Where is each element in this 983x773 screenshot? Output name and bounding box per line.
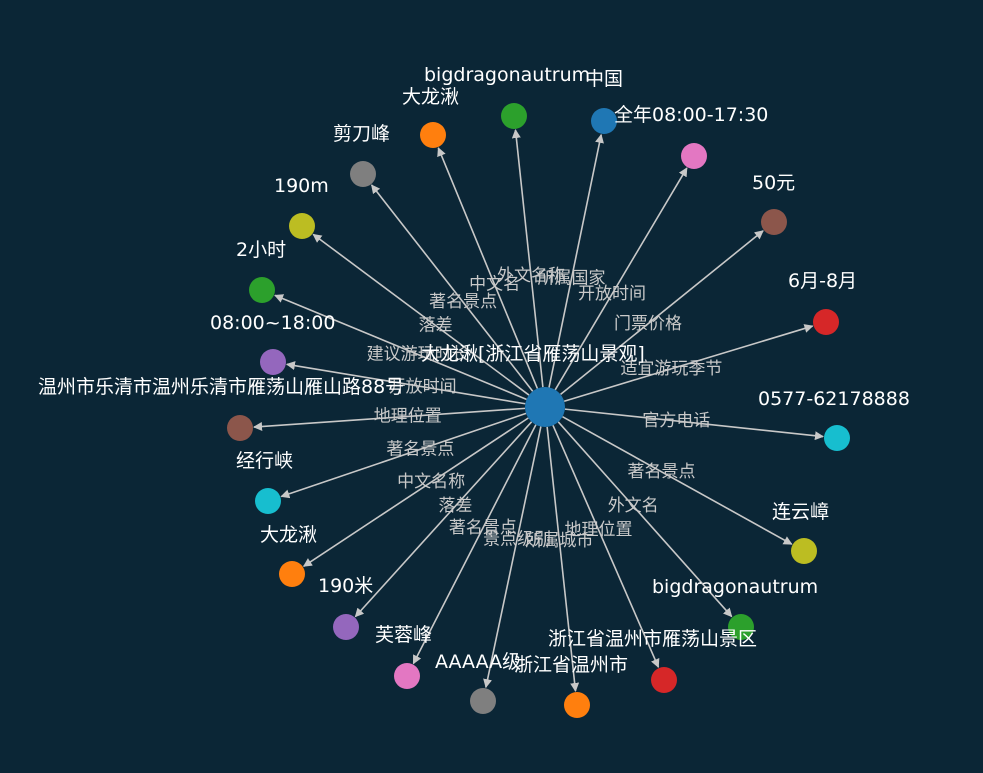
edge-line xyxy=(548,133,604,388)
edge-line xyxy=(554,167,688,391)
edge-line xyxy=(370,184,534,392)
edge-labels-layer: 中文名外文名称所属国家开放时间门票价格适宜游玩季节官方电话著名景点外文名地理位置… xyxy=(367,266,723,551)
edge-line xyxy=(354,421,533,618)
edge-label: 著名景点 xyxy=(386,439,454,459)
edge-label: 开放时间 xyxy=(389,377,457,397)
edge-label: 建议游玩时长 xyxy=(367,344,469,364)
edge-label: 著名景点 xyxy=(628,462,696,482)
edge-line xyxy=(274,294,527,401)
edge-line xyxy=(557,421,733,618)
graph-node[interactable] xyxy=(761,209,787,235)
nodes-layer xyxy=(227,103,850,718)
graph-node[interactable] xyxy=(813,309,839,335)
edge-line xyxy=(285,361,526,405)
edge-line xyxy=(564,408,824,441)
edge-line xyxy=(563,324,814,402)
graph-node[interactable] xyxy=(333,614,359,640)
node-label: 大龙湫 xyxy=(260,524,317,546)
node-label: 中国 xyxy=(585,68,623,90)
node-label: bigdragonautrum xyxy=(424,64,590,86)
edge-label: 外文名称 xyxy=(497,266,565,286)
graph-node[interactable] xyxy=(255,488,281,514)
edge-line xyxy=(412,424,537,665)
graph-node[interactable] xyxy=(249,277,275,303)
edge-line xyxy=(483,426,542,689)
graph-node[interactable] xyxy=(591,108,617,134)
edge-line xyxy=(253,407,526,431)
edges-layer xyxy=(253,129,824,692)
node-labels-layer: 大龙湫bigdragonautrum中国全年08:00-17:3050元6月-8… xyxy=(38,64,910,676)
edge-label: 地理位置 xyxy=(565,520,633,540)
node-label: 6月-8月 xyxy=(788,270,857,292)
edge-label: 官方电话 xyxy=(642,411,710,431)
edge-label: 中文名称 xyxy=(397,472,465,492)
edge-label: 著名景点 xyxy=(429,292,497,312)
edge-label: 所属城市 xyxy=(525,531,593,551)
node-label: 芙蓉峰 xyxy=(375,624,432,646)
edge-label: 中文名 xyxy=(469,275,520,295)
node-label: 浙江省温州市雁荡山景区 xyxy=(548,628,757,650)
edge-label: 地理位置 xyxy=(374,406,442,426)
node-label: 温州市乐清市温州乐清市雁荡山雁山路88号 xyxy=(38,376,404,398)
edge-label: 门票价格 xyxy=(614,314,682,334)
node-label: 大龙湫 xyxy=(402,86,459,108)
node-label: 全年08:00-17:30 xyxy=(614,104,768,126)
graph-node[interactable] xyxy=(728,614,754,640)
edge-label: 落差 xyxy=(438,496,472,516)
edge-line xyxy=(552,425,660,668)
node-label: 08:00~18:00 xyxy=(210,312,335,334)
graph-node[interactable] xyxy=(651,667,677,693)
edge-label: 景点级别 xyxy=(483,529,551,549)
edge-label: 落差 xyxy=(419,316,453,336)
graph-node[interactable] xyxy=(824,425,850,451)
node-label: 经行峡 xyxy=(236,450,293,472)
node-label: 浙江省温州市 xyxy=(514,654,628,676)
graph-node[interactable] xyxy=(564,692,590,718)
graph-node[interactable] xyxy=(501,103,527,129)
edge-line xyxy=(302,417,529,567)
node-label: 连云嶂 xyxy=(772,501,829,523)
edge-label: 外文名 xyxy=(608,496,659,516)
graph-node[interactable] xyxy=(681,143,707,169)
node-label: 50元 xyxy=(752,172,795,194)
graph-node[interactable] xyxy=(279,561,305,587)
graph-node[interactable] xyxy=(394,663,420,689)
node-label: 0577-62178888 xyxy=(758,388,910,410)
edge-label: 著名景点 xyxy=(449,518,517,538)
node-label: 190米 xyxy=(318,575,373,597)
edge-line xyxy=(312,233,530,396)
node-label: 剪刀峰 xyxy=(333,123,390,145)
graph-node[interactable] xyxy=(791,538,817,564)
graph-node[interactable] xyxy=(289,213,315,239)
node-label: 190m xyxy=(274,175,329,197)
node-label: 2小时 xyxy=(236,239,286,261)
edge-line xyxy=(560,230,764,396)
graph-node[interactable] xyxy=(350,161,376,187)
edge-line xyxy=(437,147,539,389)
graph-node[interactable] xyxy=(260,349,286,375)
center-node[interactable] xyxy=(525,387,565,427)
edge-line xyxy=(562,416,793,545)
edge-line xyxy=(511,129,544,388)
center-node-label: 大龙湫[浙江省雁荡山景观] xyxy=(421,343,645,365)
edge-label: 开放时间 xyxy=(578,284,646,304)
edge-line xyxy=(280,412,527,499)
node-label: AAAAA级 xyxy=(435,651,521,673)
edge-line xyxy=(546,426,580,692)
graph-node[interactable] xyxy=(227,415,253,441)
edge-label: 适宜游玩季节 xyxy=(620,359,722,379)
graph-node[interactable] xyxy=(420,122,446,148)
node-label: bigdragonautrum xyxy=(652,576,818,598)
graph-node[interactable] xyxy=(470,688,496,714)
edge-label: 所属国家 xyxy=(538,268,606,288)
